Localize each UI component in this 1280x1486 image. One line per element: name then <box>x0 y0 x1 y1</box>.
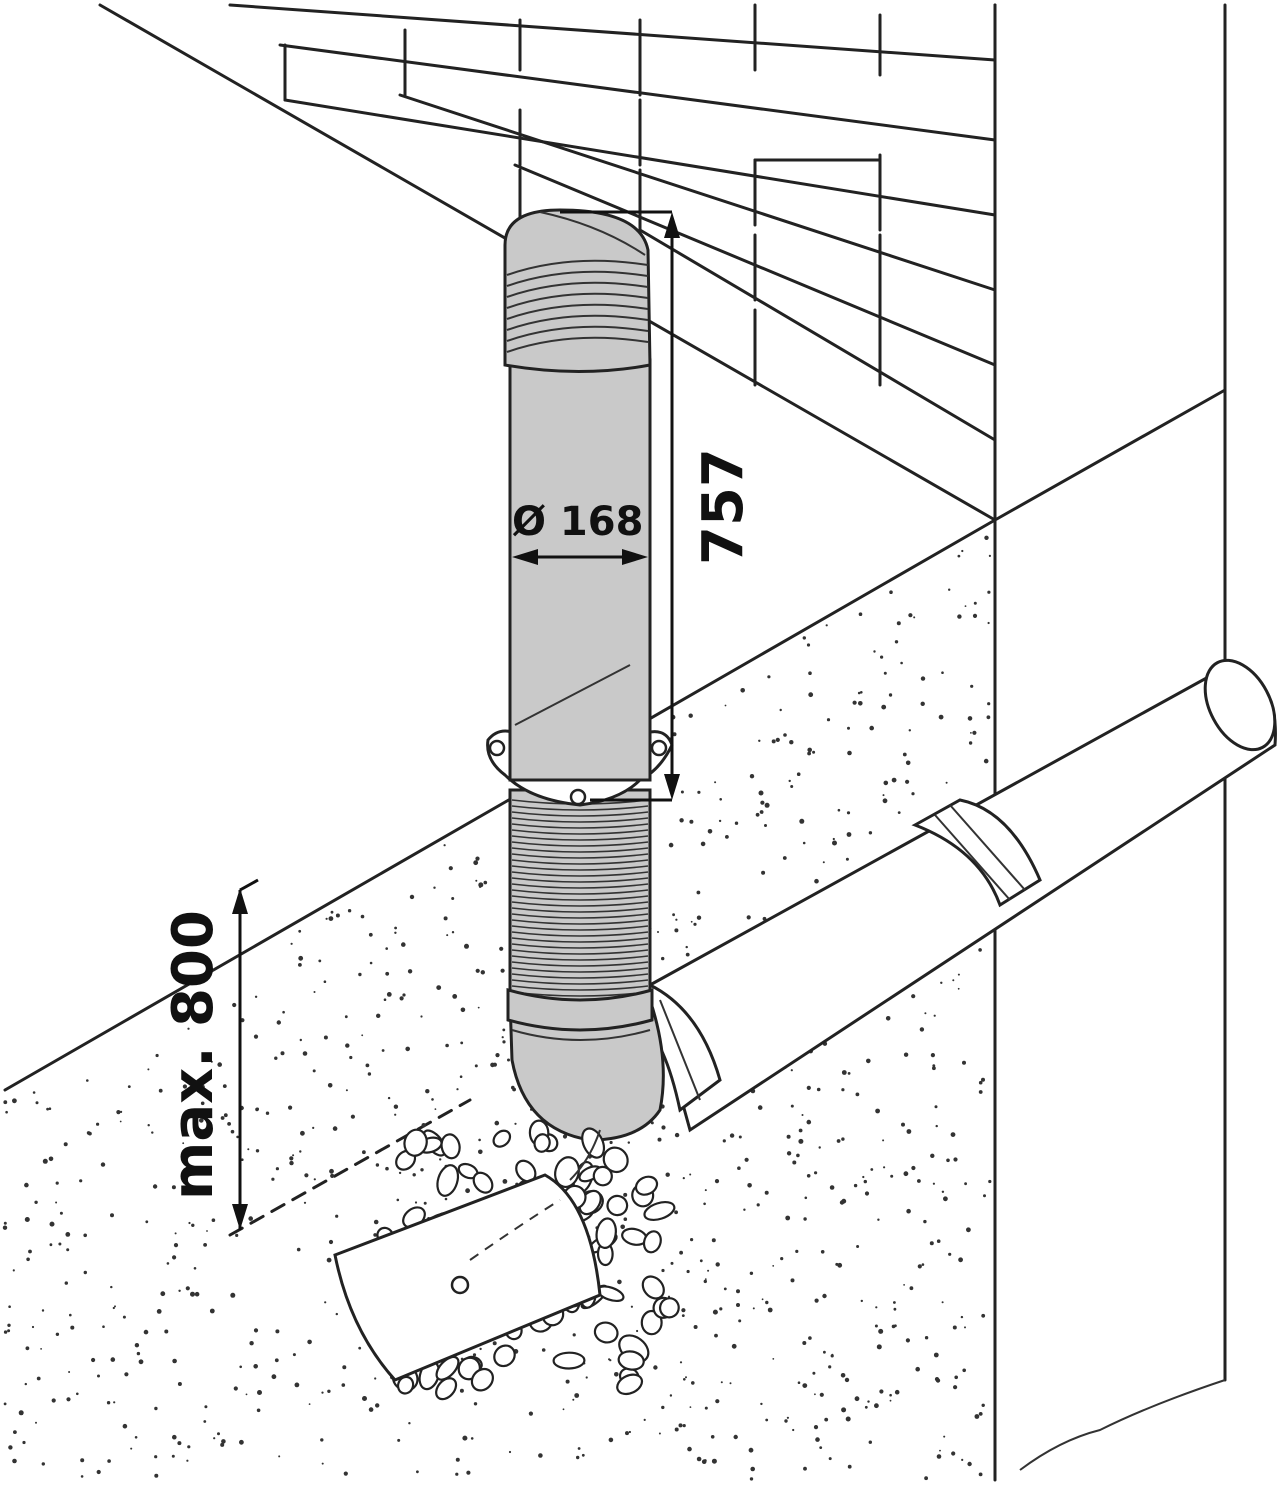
label-diameter: Ø 168 <box>512 499 643 545</box>
vertical-pipe <box>503 208 652 782</box>
dimension-depth <box>232 878 259 1230</box>
corrugated-pipe <box>506 788 654 1032</box>
drainage-pipe <box>333 1119 680 1401</box>
dimension-height <box>560 210 680 802</box>
elbow-fitting <box>508 998 665 1142</box>
dimension-diameter <box>512 549 648 565</box>
label-height: 757 <box>691 448 756 565</box>
brick-wall <box>98 3 997 522</box>
label-depth: max. 800 <box>161 910 226 1200</box>
horizontal-pipe <box>638 658 1277 1133</box>
